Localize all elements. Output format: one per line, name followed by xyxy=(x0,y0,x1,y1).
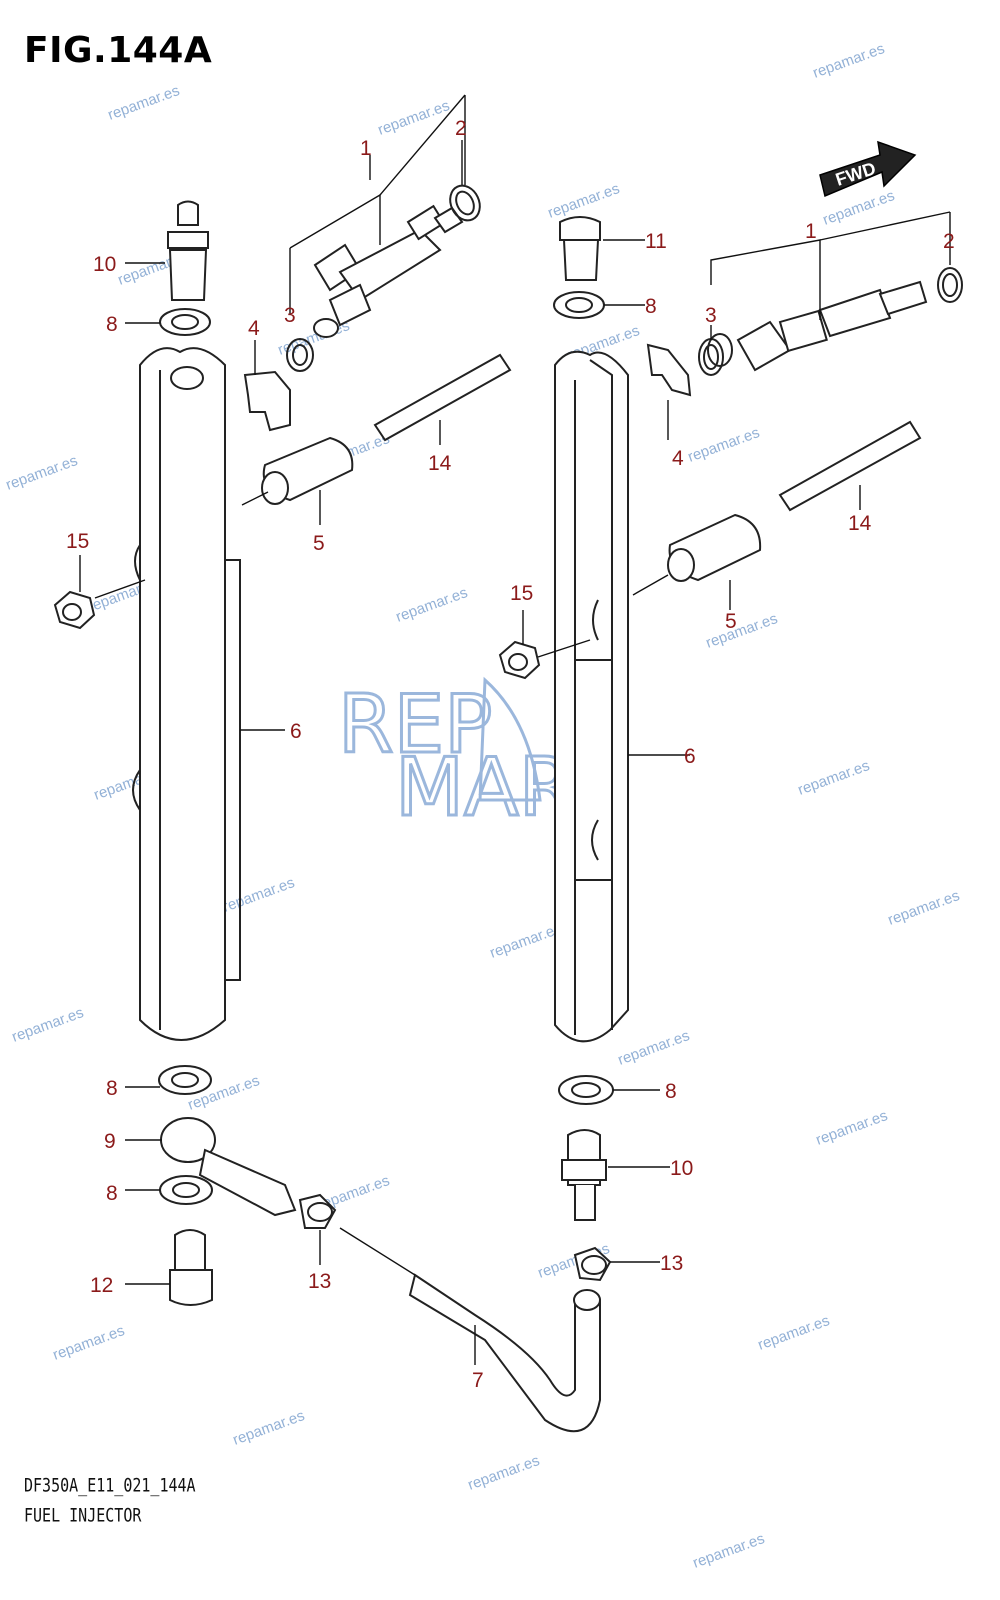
leader-lines xyxy=(79,94,951,1365)
watermark-text: repamar.es xyxy=(616,1027,692,1069)
callout-4: 4 xyxy=(672,447,684,470)
callout-9: 9 xyxy=(104,1130,116,1153)
callout-14: 14 xyxy=(428,452,452,475)
callout-8: 8 xyxy=(665,1080,677,1103)
callout-7: 7 xyxy=(472,1369,484,1392)
watermark-text: repamar.es xyxy=(221,874,297,916)
watermark-text: repamar.es xyxy=(686,424,762,466)
callout-5: 5 xyxy=(313,532,325,555)
callout-11: 11 xyxy=(645,230,667,253)
callout-12: 12 xyxy=(90,1274,113,1297)
callout-6: 6 xyxy=(290,720,302,743)
callout-10: 10 xyxy=(670,1157,693,1180)
watermark-text: repamar.es xyxy=(4,452,80,494)
watermark-text: repamar.es xyxy=(488,920,564,962)
callout-1: 1 xyxy=(805,220,817,243)
callout-15: 15 xyxy=(66,530,89,553)
fwd-label: FWD xyxy=(833,158,878,190)
callout-15: 15 xyxy=(510,582,533,605)
stud-parts xyxy=(373,353,922,512)
fuel-rail-right xyxy=(554,350,629,1043)
watermark-text: repamar.es xyxy=(466,1452,542,1494)
part-name: FUEL INJECTOR xyxy=(24,1504,142,1527)
model-code: DF350A_E11_021_144A xyxy=(24,1474,196,1497)
watermark-text: repamar.es xyxy=(886,887,962,929)
callout-4: 4 xyxy=(248,317,260,340)
callout-2: 2 xyxy=(943,230,955,253)
callout-8: 8 xyxy=(106,313,118,336)
callout-5: 5 xyxy=(725,610,737,633)
callout-3: 3 xyxy=(705,304,717,327)
watermark-text: repamar.es xyxy=(231,1407,307,1449)
watermark-text: repamar.es xyxy=(814,1107,890,1149)
callout-13: 13 xyxy=(308,1270,331,1293)
watermark-text: repamar.es xyxy=(10,1004,86,1046)
watermark-text: repamar.es xyxy=(376,97,452,139)
connector-parts xyxy=(167,200,607,1221)
watermark-text: repamar.es xyxy=(811,40,887,82)
injector-left xyxy=(313,204,464,338)
watermark-text: repamar.es xyxy=(394,584,470,626)
watermark-text: repamar.es xyxy=(51,1322,127,1364)
injector-right xyxy=(707,280,928,372)
hose-clamps xyxy=(298,1193,612,1282)
callout-13: 13 xyxy=(660,1252,683,1275)
nut-parts xyxy=(53,590,541,680)
fuel-rail-left xyxy=(132,347,241,1041)
forward-arrow-icon: FWD xyxy=(819,140,917,198)
logo-text-bottom: MAR xyxy=(395,741,574,834)
callout-1: 1 xyxy=(360,137,372,160)
figure-title: FIG.144A xyxy=(24,30,213,71)
callout-6: 6 xyxy=(684,745,696,768)
watermark-text: repamar.es xyxy=(546,180,622,222)
callout-8: 8 xyxy=(106,1077,118,1100)
fuel-hose xyxy=(408,1273,601,1433)
washer-parts xyxy=(158,291,614,1205)
watermark-text: repamar.es xyxy=(796,757,872,799)
callout-3: 3 xyxy=(284,304,296,327)
banjo-fitting xyxy=(160,1117,297,1217)
callout-8: 8 xyxy=(106,1182,118,1205)
banjo-bolt xyxy=(169,1229,213,1306)
repmar-logo-watermark: REP MAR xyxy=(337,677,576,836)
watermark-text: repamar.es xyxy=(704,610,780,652)
callout-10: 10 xyxy=(93,253,116,276)
clip-parts xyxy=(243,343,692,432)
watermark-text: repamar.es xyxy=(106,82,182,124)
watermark-text: repamar.es xyxy=(691,1530,767,1572)
watermark-text: repamar.es xyxy=(756,1312,832,1354)
callout-8: 8 xyxy=(645,295,657,318)
callout-2: 2 xyxy=(455,117,467,140)
spacer-parts xyxy=(261,436,762,582)
callout-labels: 1 2 3 4 5 6 8 10 14 15 8 9 8 12 13 7 1 2… xyxy=(66,117,955,1392)
logo-text-top: REP xyxy=(338,678,492,771)
callout-14: 14 xyxy=(848,512,872,535)
